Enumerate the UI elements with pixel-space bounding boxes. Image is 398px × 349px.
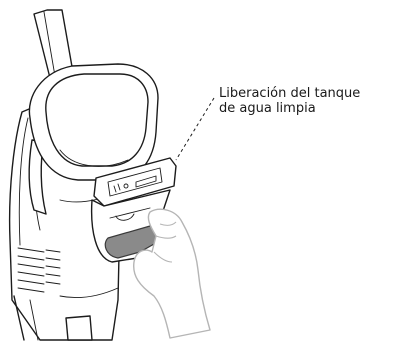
hand-outline xyxy=(133,208,211,339)
callout-label: Liberación del tanque de agua limpia xyxy=(219,86,360,116)
vacuum-base xyxy=(13,287,119,341)
callout-label-line1: Liberación del tanque xyxy=(219,86,361,101)
callout-leader-line xyxy=(175,97,215,161)
vent-grille xyxy=(17,247,61,293)
control-panel xyxy=(93,157,177,207)
dome-cap xyxy=(28,63,159,181)
handle-pole xyxy=(33,9,75,87)
callout-label-line2: de agua limpia xyxy=(219,101,316,116)
